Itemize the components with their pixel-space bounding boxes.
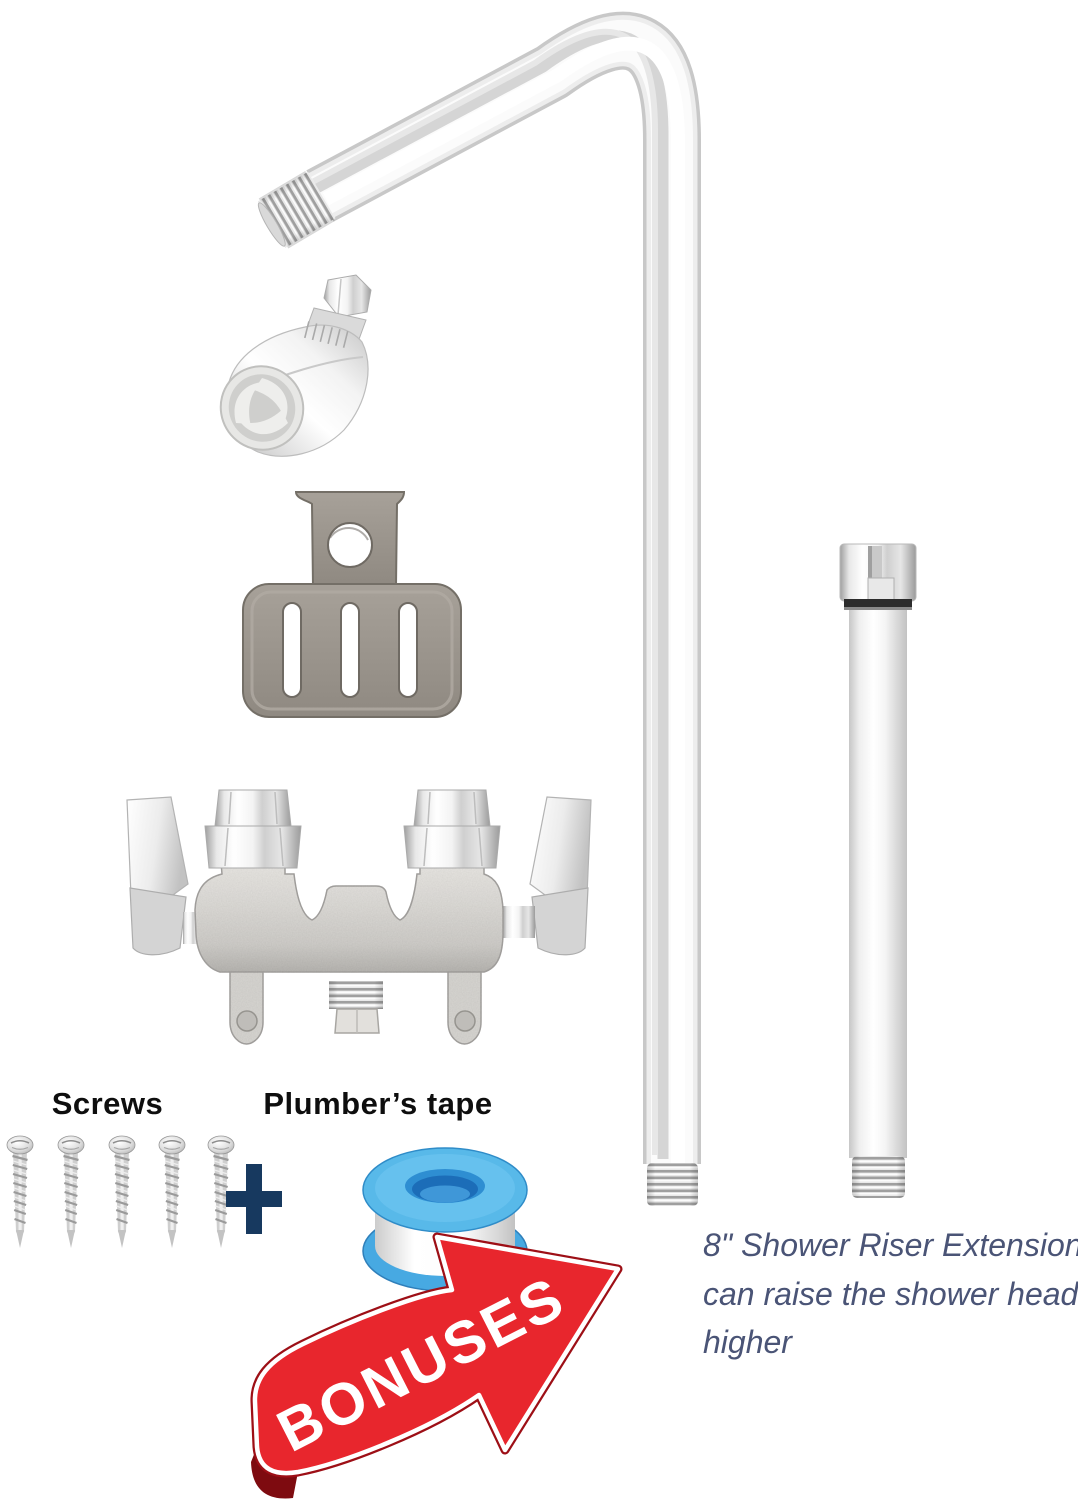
plumbers-tape-label: Plumber’s tape	[263, 1086, 493, 1121]
shower-head-face-swirl	[234, 378, 288, 435]
screws-label: Screws	[51, 1086, 164, 1121]
extension-bottom-threads	[852, 1156, 905, 1198]
extension-caption-line2: can raise the shower head	[703, 1275, 1078, 1312]
mounting-bracket	[242, 491, 462, 718]
extension-caption-line1: 8" Shower Riser Extension ,	[703, 1227, 1078, 1263]
riser-extension-pipe	[839, 543, 917, 1198]
riser-top-threads	[257, 171, 336, 249]
screws-set	[5, 1134, 236, 1250]
extension-caption-line3: higher	[703, 1324, 792, 1361]
screw	[157, 1134, 187, 1250]
extension-caption: 8" Shower Riser Extension , can raise th…	[703, 1221, 1078, 1367]
screw	[107, 1134, 137, 1250]
faucet-right-handle	[503, 796, 592, 956]
faucet-union-nuts	[204, 789, 501, 869]
shower-head	[219, 274, 372, 457]
plus-icon	[226, 1164, 282, 1234]
riser-bottom-threads	[647, 1163, 698, 1206]
faucet-left-handle	[126, 796, 199, 956]
shower-valve-faucet	[126, 789, 592, 1045]
screw	[56, 1134, 86, 1250]
faucet-center-outlet	[329, 981, 383, 1034]
screw	[5, 1134, 35, 1250]
shower-riser-pipe	[257, 11, 701, 1206]
